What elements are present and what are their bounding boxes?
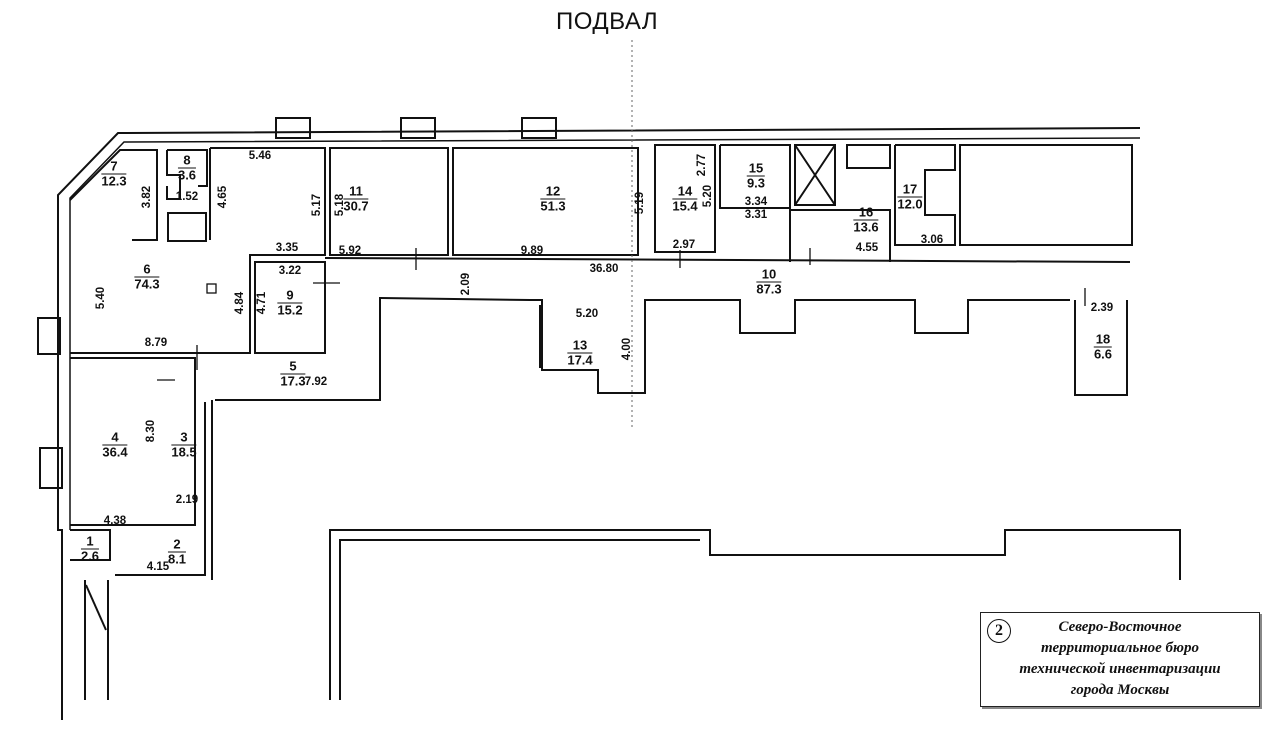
dimension-label: 3.22 [278, 265, 302, 277]
dimension-label: 5.20 [702, 184, 714, 208]
dimension-label: 4.71 [256, 291, 268, 315]
dimension-label: 4.55 [855, 242, 879, 254]
dimension-label: 4.38 [103, 515, 127, 527]
dimension-label: 8.30 [145, 419, 157, 443]
stamp-number: 2 [987, 619, 1011, 643]
dimension-label: 3.06 [920, 234, 944, 246]
stamp-line: города Москвы [1070, 682, 1170, 698]
dimension-label: 5.20 [575, 308, 599, 320]
dimension-label: 2.09 [460, 272, 472, 296]
stamp-line: Северо-Восточное [1058, 619, 1182, 635]
dimension-label: 4.65 [217, 185, 229, 209]
dimension-label: 7.92 [304, 376, 328, 388]
dimension-label: 8.79 [144, 337, 168, 349]
dimension-label: 5.17 [311, 193, 323, 217]
dimension-label: 3.82 [141, 185, 153, 209]
dimension-label: 5.46 [248, 150, 272, 162]
dimension-label: 5.40 [95, 286, 107, 310]
dimension-label: 2.97 [672, 239, 696, 251]
dimension-label: 36.80 [589, 263, 619, 275]
dimension-label: 9.89 [520, 245, 544, 257]
dimension-label: 2.39 [1090, 302, 1114, 314]
dimension-label: 3.34 [744, 196, 768, 208]
dimension-label: 3.35 [275, 242, 299, 254]
stamp-line: технической инвентаризации [1019, 661, 1221, 677]
dimension-label: 4.84 [234, 291, 246, 315]
dimension-label: 5.19 [634, 191, 646, 215]
dimension-label: 4.00 [621, 337, 633, 361]
dimension-label: 2.77 [696, 153, 708, 177]
dimension-label: 5.18 [334, 193, 346, 217]
dimension-label: 1.52 [175, 191, 199, 203]
dimension-label: 5.92 [338, 245, 362, 257]
bti-stamp: 2 Северо-Восточное территориальное бюро … [980, 612, 1260, 707]
dimension-label: 2.19 [175, 494, 199, 506]
dimension-label: 3.31 [744, 209, 768, 221]
stamp-line: территориальное бюро [1040, 640, 1199, 656]
dimension-label: 4.15 [146, 561, 170, 573]
plan-title: ПОДВАЛ [556, 8, 659, 35]
